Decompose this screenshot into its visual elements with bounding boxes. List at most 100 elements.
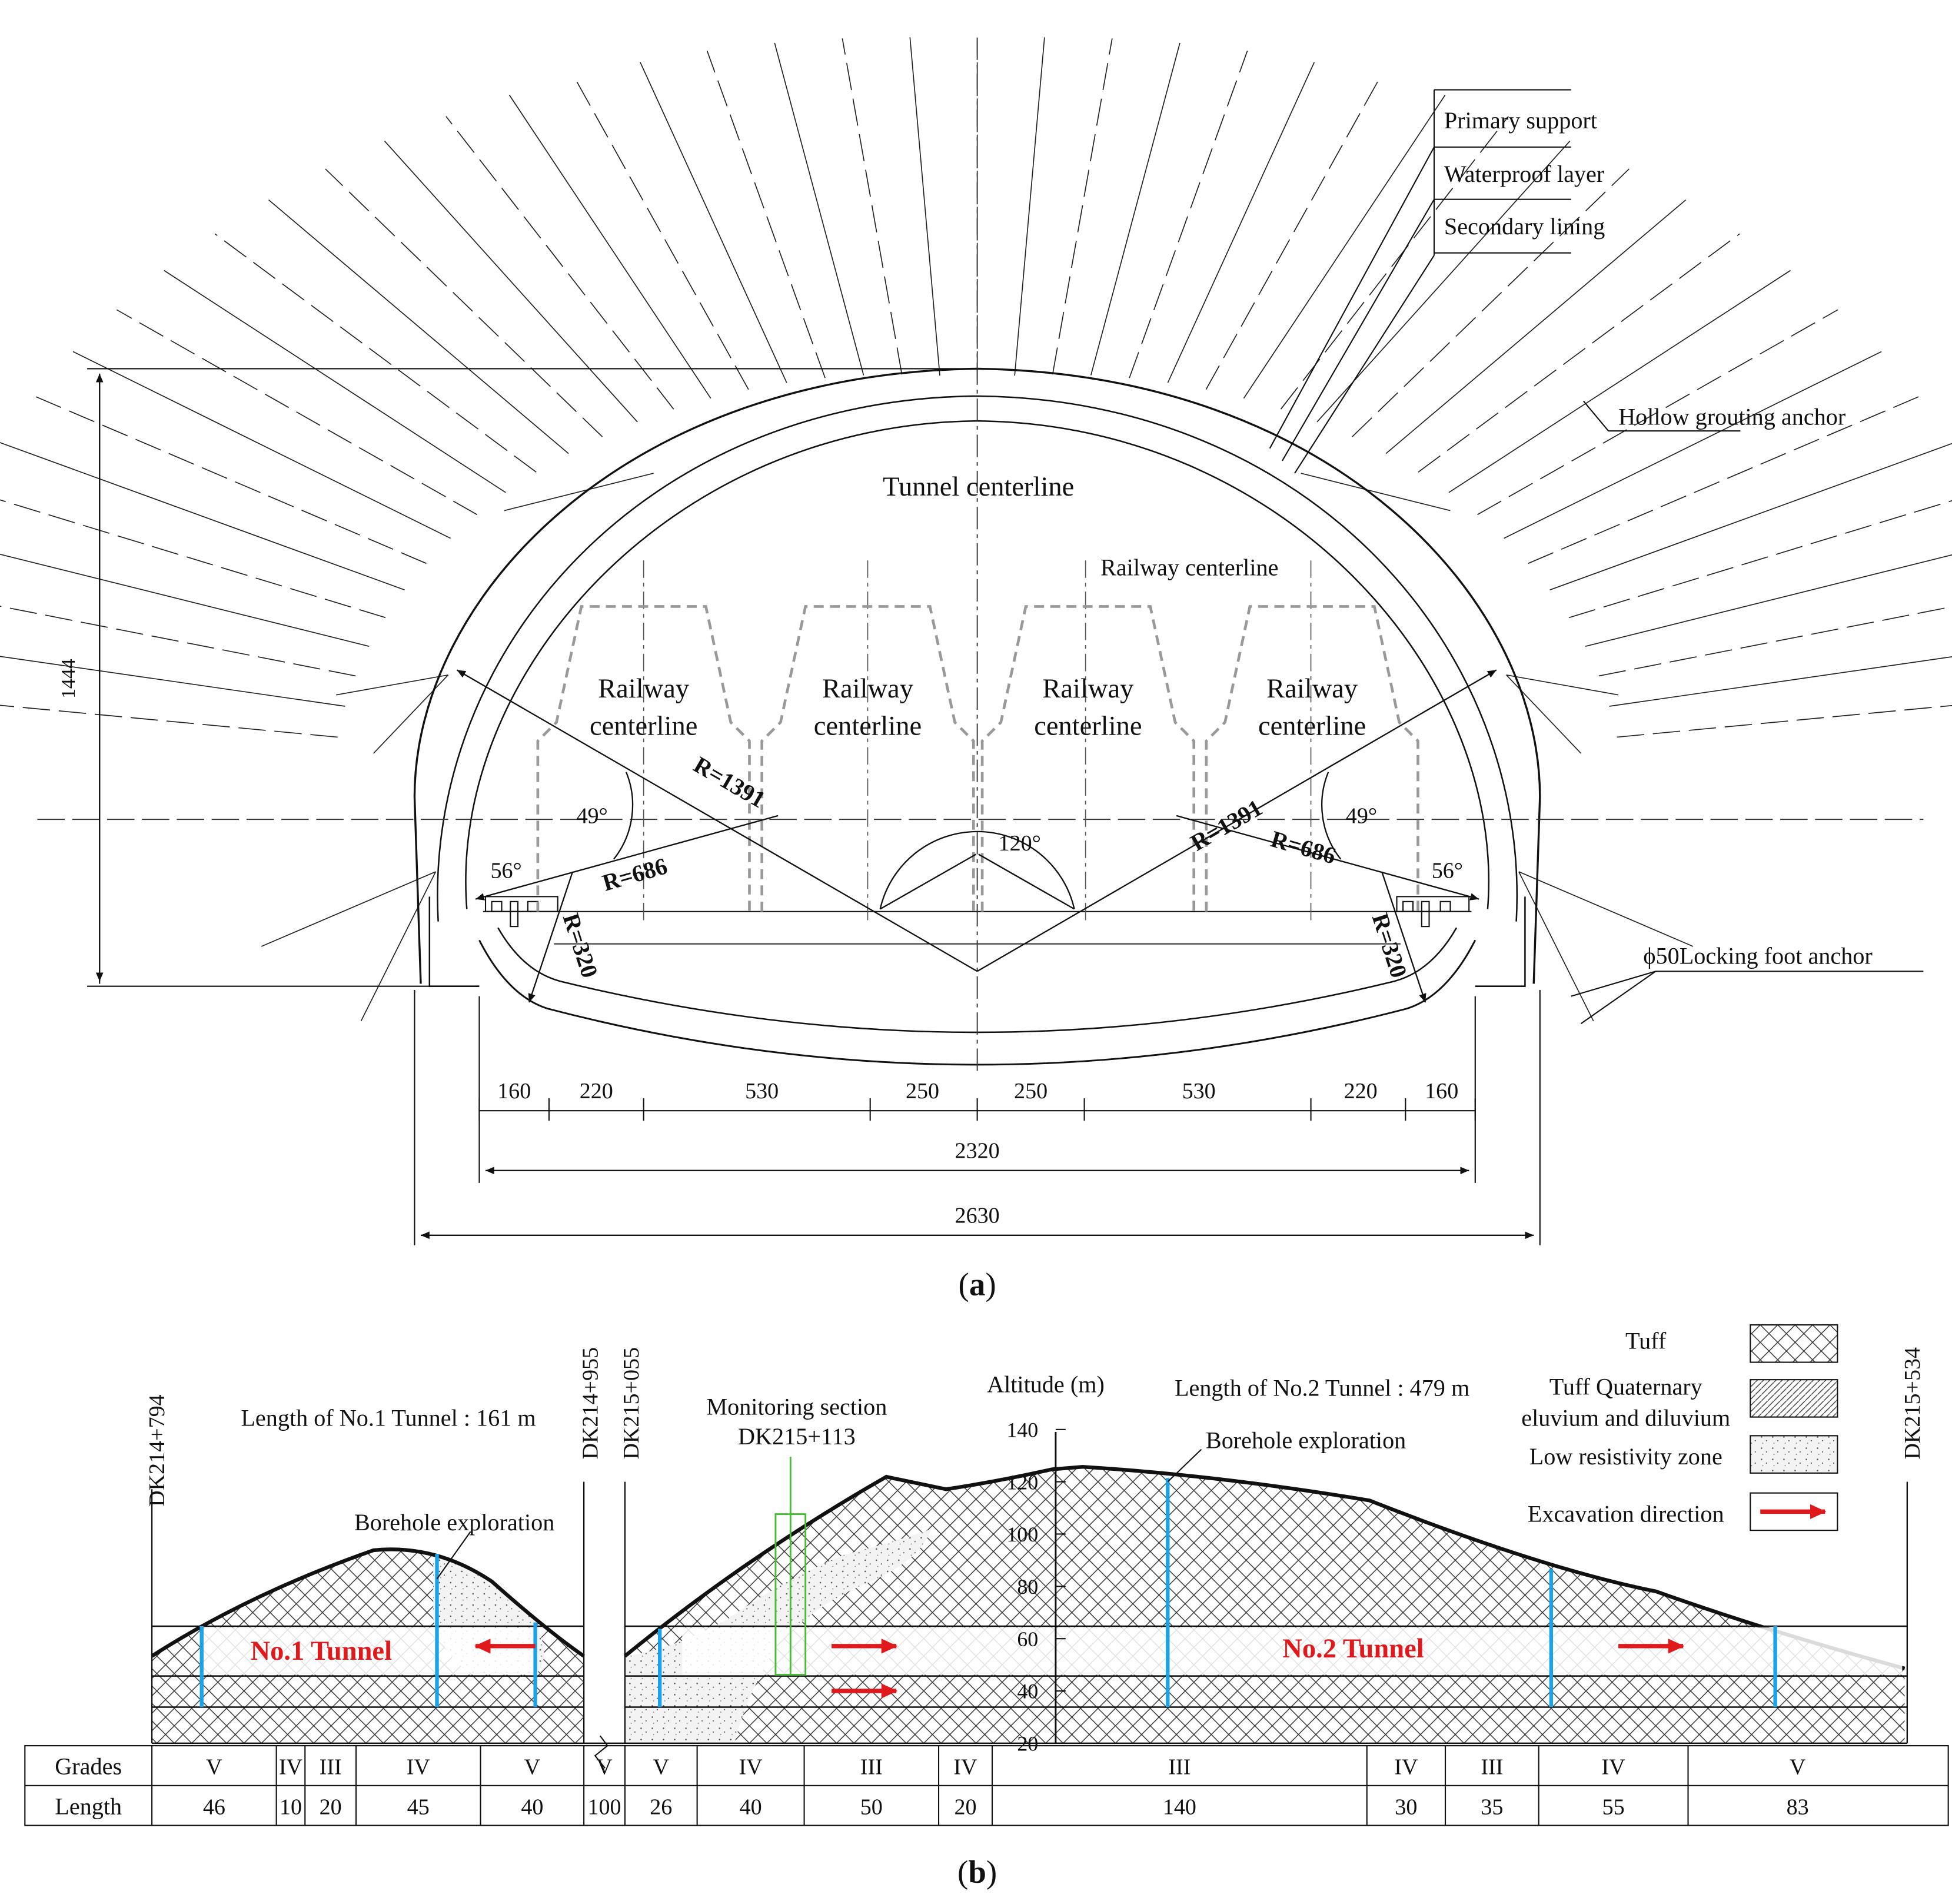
- anchor-ray: [1549, 443, 1952, 591]
- anchor-ray: [504, 473, 654, 511]
- grade-cell: III: [860, 1755, 883, 1780]
- radius-mid-left: R=686: [600, 852, 670, 896]
- tunnel-band-lines: [152, 1625, 1907, 1744]
- locking-anchor-leader-2: [1571, 971, 1656, 997]
- clearance-envelope: [980, 605, 1196, 912]
- seg-label: 160: [1425, 1079, 1458, 1104]
- angle-labels: 49° 49° 56° 56° 120°: [490, 804, 1463, 883]
- height-value: 1444: [58, 659, 79, 699]
- tunnel-outer-outline: [413, 367, 1541, 984]
- anchor-ray: [0, 442, 405, 591]
- length-cell: 26: [650, 1795, 672, 1819]
- excavation-arrows: [474, 1639, 1685, 1699]
- grade-cell: III: [320, 1755, 342, 1780]
- anchor-ray: [909, 37, 940, 376]
- length-cell: 46: [203, 1795, 225, 1819]
- altitude-tick-label: 120: [1006, 1470, 1038, 1494]
- length-cell: 100: [587, 1795, 621, 1819]
- hollow-anchor-leader-2: [1583, 400, 1609, 431]
- anchor-ray: [373, 674, 449, 754]
- seg-label: 530: [745, 1079, 779, 1104]
- grade-cell: IV: [739, 1755, 763, 1780]
- legend-tuff-label: Tuff: [1625, 1327, 1667, 1354]
- tunnel2-label: No.2 Tunnel: [1282, 1634, 1424, 1664]
- railway-label-4a: Railway: [1266, 674, 1358, 704]
- angle-56-left: 56°: [490, 859, 521, 883]
- legend-excavation-label: Excavation direction: [1528, 1500, 1724, 1527]
- drain-left: [484, 896, 558, 928]
- grade-cell: V: [206, 1755, 222, 1780]
- length-cell: 20: [954, 1795, 976, 1819]
- radius-big-right: R=1391: [1186, 794, 1266, 856]
- table-grid: [24, 1745, 1949, 1826]
- grades-header: Grades: [55, 1753, 122, 1780]
- railway-centerline-top-label: Railway centerline: [1100, 554, 1278, 581]
- angle-56-right: 56°: [1432, 859, 1463, 883]
- angle-49-right: 49°: [1346, 804, 1377, 829]
- railway-label-1a: Railway: [598, 674, 690, 704]
- anchor-ray: [214, 233, 537, 473]
- segment-labels: 160 220 530 250 250 530 220 160: [497, 1079, 1458, 1104]
- anchor-ray: [1090, 42, 1180, 376]
- borehole1-label: Borehole exploration: [354, 1509, 554, 1536]
- anchor-ray: [1316, 141, 1571, 423]
- geology-legend: [1750, 1324, 1838, 1531]
- length-cell: 140: [1163, 1795, 1196, 1819]
- anchor-ray: [1280, 116, 1509, 410]
- railway-label-3a: Railway: [1042, 674, 1134, 704]
- length-header: Length: [55, 1793, 122, 1819]
- anchor-ray: [1129, 51, 1248, 378]
- legend-swatch-tuff: [1750, 1324, 1838, 1363]
- grade-cell: V: [1790, 1755, 1806, 1780]
- caption-a: (a): [959, 1266, 996, 1302]
- tunnel2-length: Length of No.2 Tunnel : 479 m: [1175, 1375, 1469, 1401]
- tunnel1-surface: [151, 1547, 585, 1658]
- segment-ticks: [478, 1098, 1476, 1121]
- grade-cell: V: [653, 1755, 670, 1780]
- tunnel1-length: Length of No.1 Tunnel : 161 m: [241, 1404, 536, 1431]
- anchor-ray: [384, 141, 638, 423]
- monitoring-label-1: Monitoring section: [706, 1393, 887, 1420]
- primary-support-outline: [437, 395, 1518, 922]
- clearance-envelope: [536, 605, 751, 912]
- altitude-tick-label: 80: [1017, 1575, 1038, 1599]
- anchor-ray: [1518, 871, 1594, 1022]
- table-column-lines: [275, 1746, 1689, 1826]
- anchor-ray: [1568, 500, 1952, 619]
- anchor-ray: [1518, 871, 1694, 947]
- altitude-tick-label: 40: [1017, 1680, 1038, 1703]
- anchor-ray: [0, 499, 386, 619]
- seg-label: 250: [1014, 1079, 1048, 1104]
- borehole1-leader: [436, 1531, 471, 1580]
- break-symbol: [594, 1735, 608, 1769]
- length-cell: 20: [320, 1795, 342, 1819]
- seg-label: 250: [906, 1079, 939, 1104]
- station-s2: DK214+955: [578, 1347, 603, 1460]
- altitude-tick-label: 60: [1017, 1627, 1038, 1651]
- anchor-rays: [0, 37, 1952, 1022]
- railway-label-1b: centerline: [590, 711, 697, 741]
- legend-swatch-low-res: [1750, 1435, 1838, 1474]
- anchor-ray: [325, 168, 603, 437]
- radius-small-right: R=320: [1367, 910, 1412, 981]
- station-lines: [151, 1481, 1908, 1743]
- anchor-ray: [1243, 94, 1446, 399]
- railway-label-2b: centerline: [814, 711, 922, 741]
- anchor-ray: [336, 674, 448, 696]
- length-cell: 35: [1481, 1795, 1503, 1819]
- seg-label: 160: [497, 1079, 531, 1104]
- caption-b: (b): [957, 1854, 997, 1890]
- drain-right: [1396, 896, 1470, 928]
- railway-labels: Railway centerline Railway centerline Ra…: [590, 674, 1366, 741]
- grade-cell: IV: [1602, 1755, 1626, 1780]
- anchor-ray: [116, 309, 478, 516]
- legend-secondary-lining: Secondary lining: [1444, 213, 1605, 240]
- anchor-ray: [164, 270, 506, 493]
- grade-cell: III: [1168, 1755, 1191, 1780]
- layer-legend: [1269, 89, 1571, 474]
- anchor-ray: [1598, 606, 1952, 677]
- anchor-ray: [706, 51, 826, 378]
- legend-primary-support: Primary support: [1444, 107, 1597, 134]
- anchor-ray: [1617, 705, 1952, 738]
